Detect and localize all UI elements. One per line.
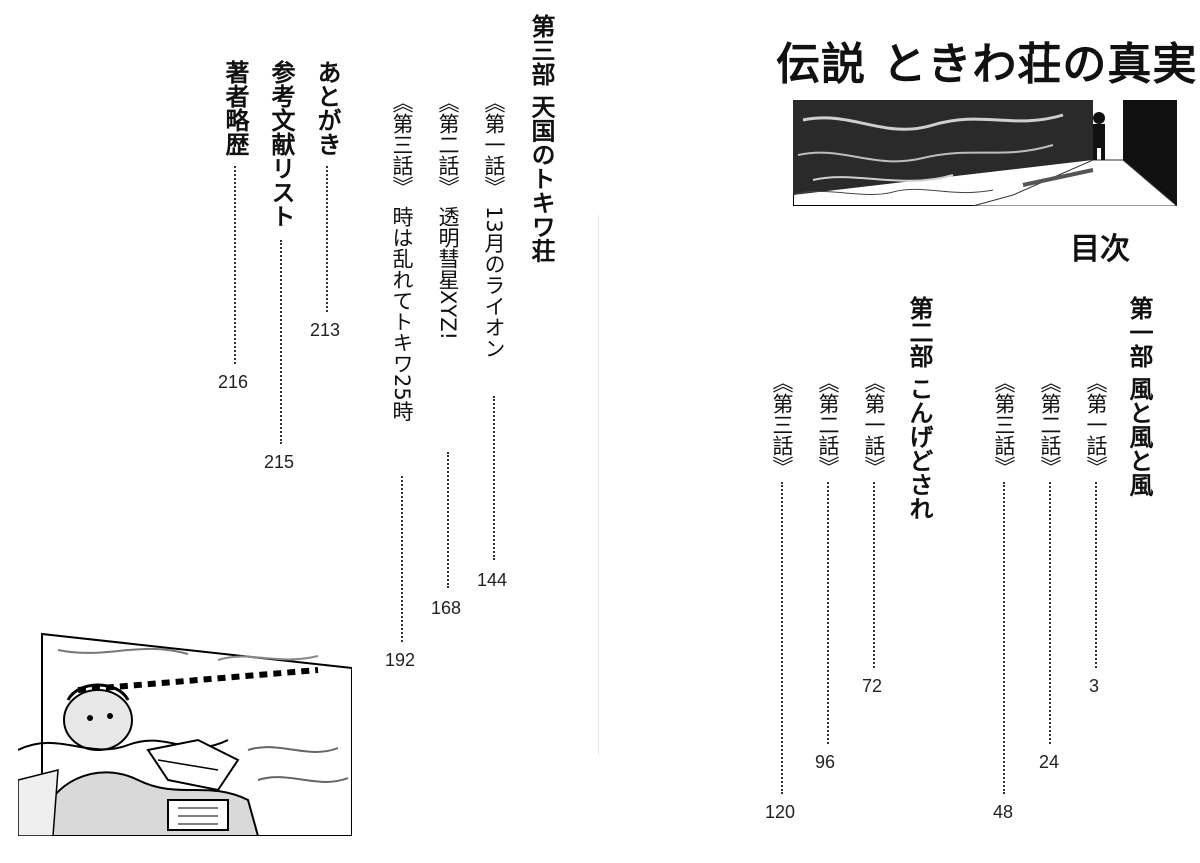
part-1-title: 第一部 風と風と風 bbox=[1125, 296, 1153, 497]
part-3-chapter-3-page: 192 bbox=[385, 650, 416, 670]
part-2-chapter-3-page: 120 bbox=[765, 802, 796, 822]
part-1-chapter-3-page: 48 bbox=[993, 802, 1014, 822]
part-2-chapter-2-label: 《第二話》 bbox=[816, 372, 840, 477]
references-leader bbox=[280, 240, 282, 444]
book-title: 伝説 ときわ荘の真実 bbox=[776, 39, 1198, 90]
part-1-chapter-1-leader bbox=[1095, 482, 1097, 668]
part-2-chapter-3-label: 《第三話》 bbox=[770, 372, 794, 477]
part-3-chapter-2-title: 透明彗星XYZ! bbox=[436, 206, 460, 341]
afterword-leader bbox=[326, 166, 328, 312]
part-2-chapter-1-label: 《第一話》 bbox=[862, 372, 886, 477]
part-3-title: 第三部 天国のトキワ荘 bbox=[527, 14, 555, 263]
part-3-chapter-3-label: 《第三話》 bbox=[390, 92, 414, 197]
part-2-chapter-2-page: 96 bbox=[815, 752, 836, 772]
part-2-chapter-2-leader bbox=[827, 482, 829, 744]
author-bio-page: 216 bbox=[218, 372, 249, 392]
doorway-illustration bbox=[793, 100, 1177, 206]
part-3-chapter-1-label: 《第一話》 bbox=[482, 92, 506, 197]
part-1-chapter-2-label: 《第二話》 bbox=[1038, 372, 1062, 477]
afterword-page: 213 bbox=[310, 320, 341, 340]
part-1-chapter-2-leader bbox=[1049, 482, 1051, 744]
part-3-chapter-3-leader bbox=[401, 476, 403, 642]
part-3-chapter-1-page: 144 bbox=[477, 570, 508, 590]
part-2-chapter-3-leader bbox=[781, 482, 783, 794]
part-1-chapter-1-page: 3 bbox=[1089, 676, 1100, 696]
part-3-chapter-1-leader bbox=[493, 396, 495, 560]
afterword-title: あとがき bbox=[313, 60, 341, 156]
references-page: 215 bbox=[264, 452, 295, 472]
part-1-chapter-1-label: 《第一話》 bbox=[1084, 372, 1108, 477]
part-3-chapter-2-label: 《第二話》 bbox=[436, 92, 460, 197]
references-title: 参考文献リスト bbox=[267, 60, 295, 228]
character-illustration bbox=[18, 630, 352, 836]
author-bio-title: 著者略歴 bbox=[221, 60, 249, 156]
part-2-title: 第二部 こんげどされ bbox=[905, 296, 933, 521]
part-3-chapter-3-title: 時は乱れてトキワ25時 bbox=[390, 206, 414, 422]
part-2-chapter-1-page: 72 bbox=[862, 676, 883, 696]
part-1-chapter-3-leader bbox=[1003, 482, 1005, 794]
part-2-chapter-1-leader bbox=[873, 482, 875, 668]
part-3-chapter-2-page: 168 bbox=[431, 598, 462, 618]
part-3-chapter-1-title: 13月のライオン bbox=[482, 206, 506, 359]
part-3-chapter-2-leader bbox=[447, 452, 449, 588]
page-gutter bbox=[598, 215, 599, 755]
part-1-chapter-3-label: 《第三話》 bbox=[992, 372, 1016, 477]
author-bio-leader bbox=[234, 166, 236, 364]
part-1-chapter-2-page: 24 bbox=[1039, 752, 1060, 772]
toc-heading: 目次 bbox=[1070, 232, 1130, 267]
